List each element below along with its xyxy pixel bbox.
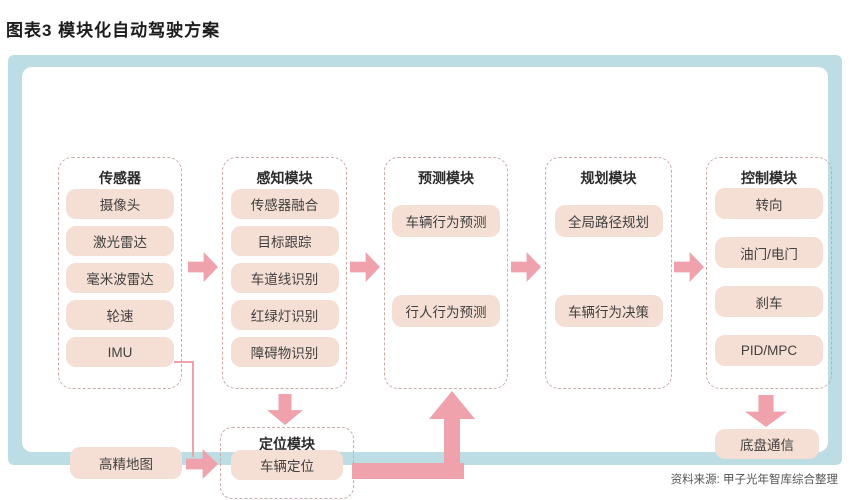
flow-arrow-perception-to-prediction-icon — [350, 252, 380, 282]
node-pedestrian-behavior-prediction: 行人行为预测 — [392, 295, 500, 327]
module-sensors-items: 摄像头 激光雷达 毫米波雷达 轮速 IMU — [59, 189, 181, 367]
localization-to-prediction-connector — [352, 463, 464, 479]
figure-title: 图表3 模块化自动驾驶方案 — [6, 21, 221, 40]
module-control-title: 控制模块 — [741, 170, 797, 186]
flow-arrow-perception-to-localization-icon — [267, 394, 303, 425]
node-global-path-planning: 全局路径规划 — [554, 205, 663, 237]
module-perception-items: 传感器融合 目标跟踪 车道线识别 红绿灯识别 障碍物识别 — [223, 189, 346, 367]
node-mmwave-radar: 毫米波雷达 — [66, 263, 174, 293]
module-localization: 定位模块 车辆定位 — [220, 427, 354, 499]
module-perception: 感知模块 传感器融合 目标跟踪 车道线识别 红绿灯识别 障碍物识别 — [222, 157, 347, 389]
node-throttle: 油门/电门 — [715, 237, 823, 268]
node-obstacle-recognition: 障碍物识别 — [230, 337, 339, 367]
module-control: 控制模块 转向 油门/电门 刹车 PID/MPC — [706, 157, 832, 389]
module-prediction: 预测模块 车辆行为预测 行人行为预测 — [384, 157, 508, 389]
node-vehicle-localization: 车辆定位 — [231, 450, 343, 480]
node-object-tracking: 目标跟踪 — [230, 226, 339, 256]
node-vehicle-behavior-decision: 车辆行为决策 — [554, 295, 663, 327]
module-sensors-title: 传感器 — [99, 170, 141, 186]
module-prediction-items: 车辆行为预测 行人行为预测 — [385, 205, 507, 327]
node-brake: 刹车 — [715, 286, 823, 317]
node-hd-map: 高精地图 — [70, 447, 182, 479]
module-localization-title: 定位模块 — [259, 436, 315, 452]
node-traffic-light-recognition: 红绿灯识别 — [230, 300, 339, 330]
module-planning: 规划模块 全局路径规划 车辆行为决策 — [545, 157, 672, 389]
source-note: 资料来源: 甲子光年智库综合整理 — [670, 474, 838, 486]
node-wheel-speed: 轮速 — [66, 300, 174, 330]
node-lidar: 激光雷达 — [66, 226, 174, 256]
flow-arrow-planning-to-control-icon — [674, 252, 704, 282]
flow-arrow-sensors-to-perception-icon — [188, 252, 218, 282]
node-camera: 摄像头 — [66, 189, 174, 219]
module-localization-items: 车辆定位 — [221, 450, 353, 480]
node-imu: IMU — [66, 337, 174, 367]
module-planning-title: 规划模块 — [580, 170, 637, 186]
module-sensors: 传感器 摄像头 激光雷达 毫米波雷达 轮速 IMU — [58, 157, 182, 389]
node-steering: 转向 — [715, 188, 823, 219]
node-pid-mpc: PID/MPC — [715, 335, 823, 366]
flow-arrow-prediction-to-planning-icon — [511, 252, 541, 282]
flow-arrow-control-to-chassis-icon — [745, 395, 787, 427]
module-planning-items: 全局路径规划 车辆行为决策 — [546, 205, 671, 327]
imu-connector-line — [192, 361, 194, 457]
module-control-items: 转向 油门/电门 刹车 PID/MPC — [707, 188, 831, 366]
node-lane-recognition: 车道线识别 — [230, 263, 339, 293]
module-prediction-title: 预测模块 — [418, 170, 474, 186]
imu-connector-line — [174, 361, 194, 363]
localization-to-prediction-connector — [444, 417, 460, 479]
module-perception-title: 感知模块 — [256, 170, 313, 186]
localization-to-prediction-arrowhead-icon — [429, 391, 475, 419]
node-chassis-communication: 底盘通信 — [715, 429, 819, 459]
node-vehicle-behavior-prediction: 车辆行为预测 — [392, 205, 500, 237]
node-sensor-fusion: 传感器融合 — [230, 189, 339, 219]
diagram-panel: 传感器 摄像头 激光雷达 毫米波雷达 轮速 IMU 感知模块 传感器融合 目标跟… — [22, 67, 832, 499]
